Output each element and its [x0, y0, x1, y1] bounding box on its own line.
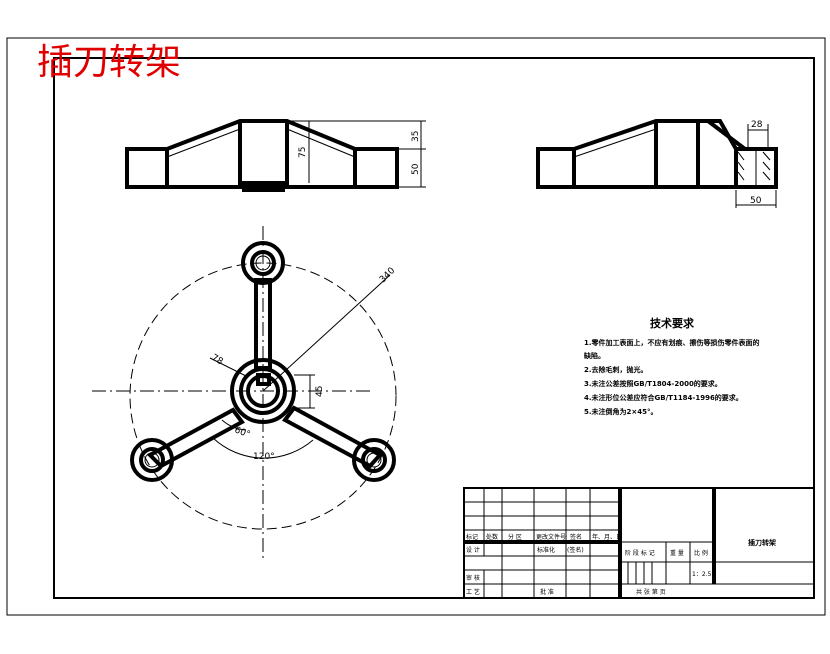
side-view: 28 50 — [536, 119, 778, 208]
tb-count: 处数 — [486, 533, 498, 541]
plan-view: 340 78 45 60° 120° — [92, 226, 397, 560]
dim-front-50: 50 — [411, 163, 421, 175]
dim-front-35: 35 — [411, 131, 421, 142]
tech-item-5: 5.未注倒角为2×45°。 — [584, 407, 658, 416]
tb-approve: 批 准 — [540, 588, 554, 596]
tech-item-1b: 缺陷。 — [583, 351, 605, 360]
tb-scale-value: 1：2.5 — [692, 571, 712, 578]
dim-side-28: 28 — [751, 120, 763, 130]
tb-review: 审 核 — [466, 574, 480, 582]
tech-item-3: 3.未注公差按照GB/T1804-2000的要求。 — [584, 379, 722, 388]
drawing-title: 插刀转架 — [37, 42, 181, 83]
tb-sheets: 共 张 第 页 — [636, 588, 666, 596]
tb-weight: 重 量 — [670, 549, 684, 557]
tb-date: 年、月、日 — [592, 533, 622, 541]
tb-stage-mark: 阶 段 标 记 — [625, 549, 655, 557]
tb-process: 工 艺 — [466, 588, 480, 596]
tech-requirements: 技术要求 1.零件加工表面上，不应有划痕、擦伤等损伤零件表面的 缺陷。 2.去除… — [583, 316, 760, 416]
tech-item-4: 4.未注形位公差应符合GB/T1184-1996的要求。 — [584, 393, 743, 402]
dim-plan-45: 45 — [315, 386, 325, 397]
dim-side-50: 50 — [750, 196, 762, 206]
tb-sign: 签名 — [570, 533, 582, 541]
tech-heading: 技术要求 — [650, 316, 695, 330]
tb-mark: 标记 — [466, 533, 478, 541]
inner-frame — [53, 57, 815, 599]
tb-part-name: 插刀转架 — [748, 538, 776, 547]
outer-frame — [6, 37, 826, 616]
tech-item-1: 1.零件加工表面上，不应有划痕、擦伤等损伤零件表面的 — [584, 338, 760, 347]
tb-docno: 更改文件号 — [536, 533, 566, 541]
dim-plan-120deg: 120° — [253, 452, 275, 462]
dim-plan-340: 340 — [378, 266, 397, 285]
dim-plan-60deg: 60° — [233, 425, 251, 440]
tb-scale: 比 例 — [694, 549, 708, 557]
front-view: 75 35 50 — [125, 119, 426, 192]
dim-front-75: 75 — [298, 147, 308, 158]
tb-standardize: 标准化 — [537, 546, 555, 554]
dim-plan-78: 78 — [210, 353, 225, 368]
tb-design: 设 计 — [466, 546, 480, 554]
tb-sign-note: (签名) — [567, 546, 584, 554]
title-block: 标记 处数 分 区 更改文件号 签名 年、月、日 设 计 标准化 (签名) 审 … — [463, 487, 815, 599]
tech-item-2: 2.去除毛刺，抛光。 — [584, 365, 648, 374]
tb-zone: 分 区 — [508, 533, 522, 541]
